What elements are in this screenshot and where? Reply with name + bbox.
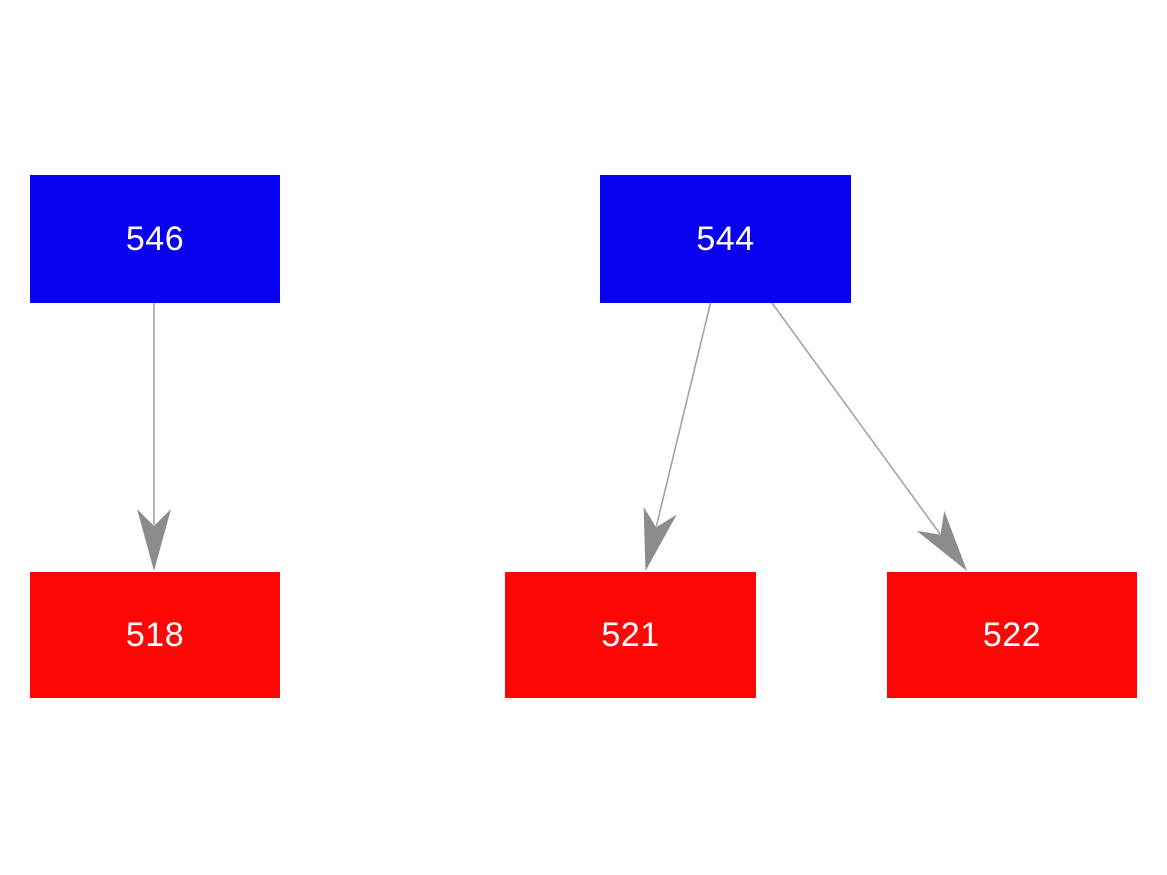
node-522: 522	[887, 572, 1137, 698]
node-label-544: 544	[696, 219, 755, 258]
edge-line-544-521	[655, 302, 712, 527]
node-544: 544	[600, 175, 851, 303]
edge-arrowhead-544-521	[643, 506, 677, 571]
node-518: 518	[30, 572, 280, 698]
node-label-521: 521	[601, 615, 660, 654]
edge-arrowhead-544-522	[916, 510, 967, 571]
node-546: 546	[30, 175, 280, 303]
node-521: 521	[505, 572, 756, 698]
edge-arrowhead-546-518	[137, 509, 171, 571]
edge-line-544-522	[771, 302, 941, 535]
node-label-518: 518	[125, 615, 185, 654]
node-label-522: 522	[982, 615, 1042, 654]
node-label-546: 546	[125, 219, 185, 258]
